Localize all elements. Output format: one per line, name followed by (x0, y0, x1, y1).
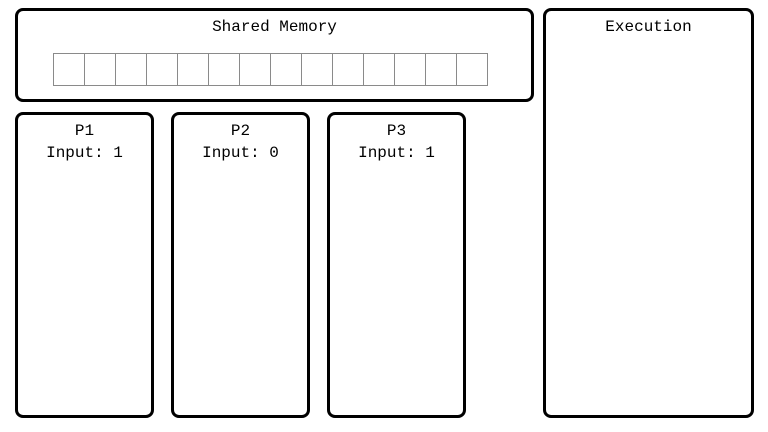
memory-cell (53, 53, 85, 86)
memory-cell (146, 53, 178, 86)
execution-title: Execution (605, 18, 692, 36)
process-input: Input: 0 (202, 144, 279, 162)
memory-cell (394, 53, 426, 86)
process-panel-p2: P2 Input: 0 (171, 112, 310, 418)
memory-cell (177, 53, 209, 86)
shared-memory-title: Shared Memory (212, 18, 337, 36)
execution-panel: Execution (543, 8, 754, 418)
process-name: P3 (386, 122, 407, 140)
process-panel-p1: P1 Input: 1 (15, 112, 154, 418)
memory-cell (425, 53, 457, 86)
memory-cell (84, 53, 116, 86)
memory-cell (301, 53, 333, 86)
memory-cell (332, 53, 364, 86)
process-input: Input: 1 (46, 144, 123, 162)
process-name: P1 (74, 122, 95, 140)
process-panel-p3: P3 Input: 1 (327, 112, 466, 418)
memory-cell (270, 53, 302, 86)
memory-cell (239, 53, 271, 86)
memory-cell (208, 53, 240, 86)
memory-cell (456, 53, 488, 86)
process-name: P2 (230, 122, 251, 140)
memory-cell (115, 53, 147, 86)
shared-memory-panel: Shared Memory (15, 8, 534, 102)
process-input: Input: 1 (358, 144, 435, 162)
memory-cell-row (53, 53, 488, 86)
memory-cell (363, 53, 395, 86)
